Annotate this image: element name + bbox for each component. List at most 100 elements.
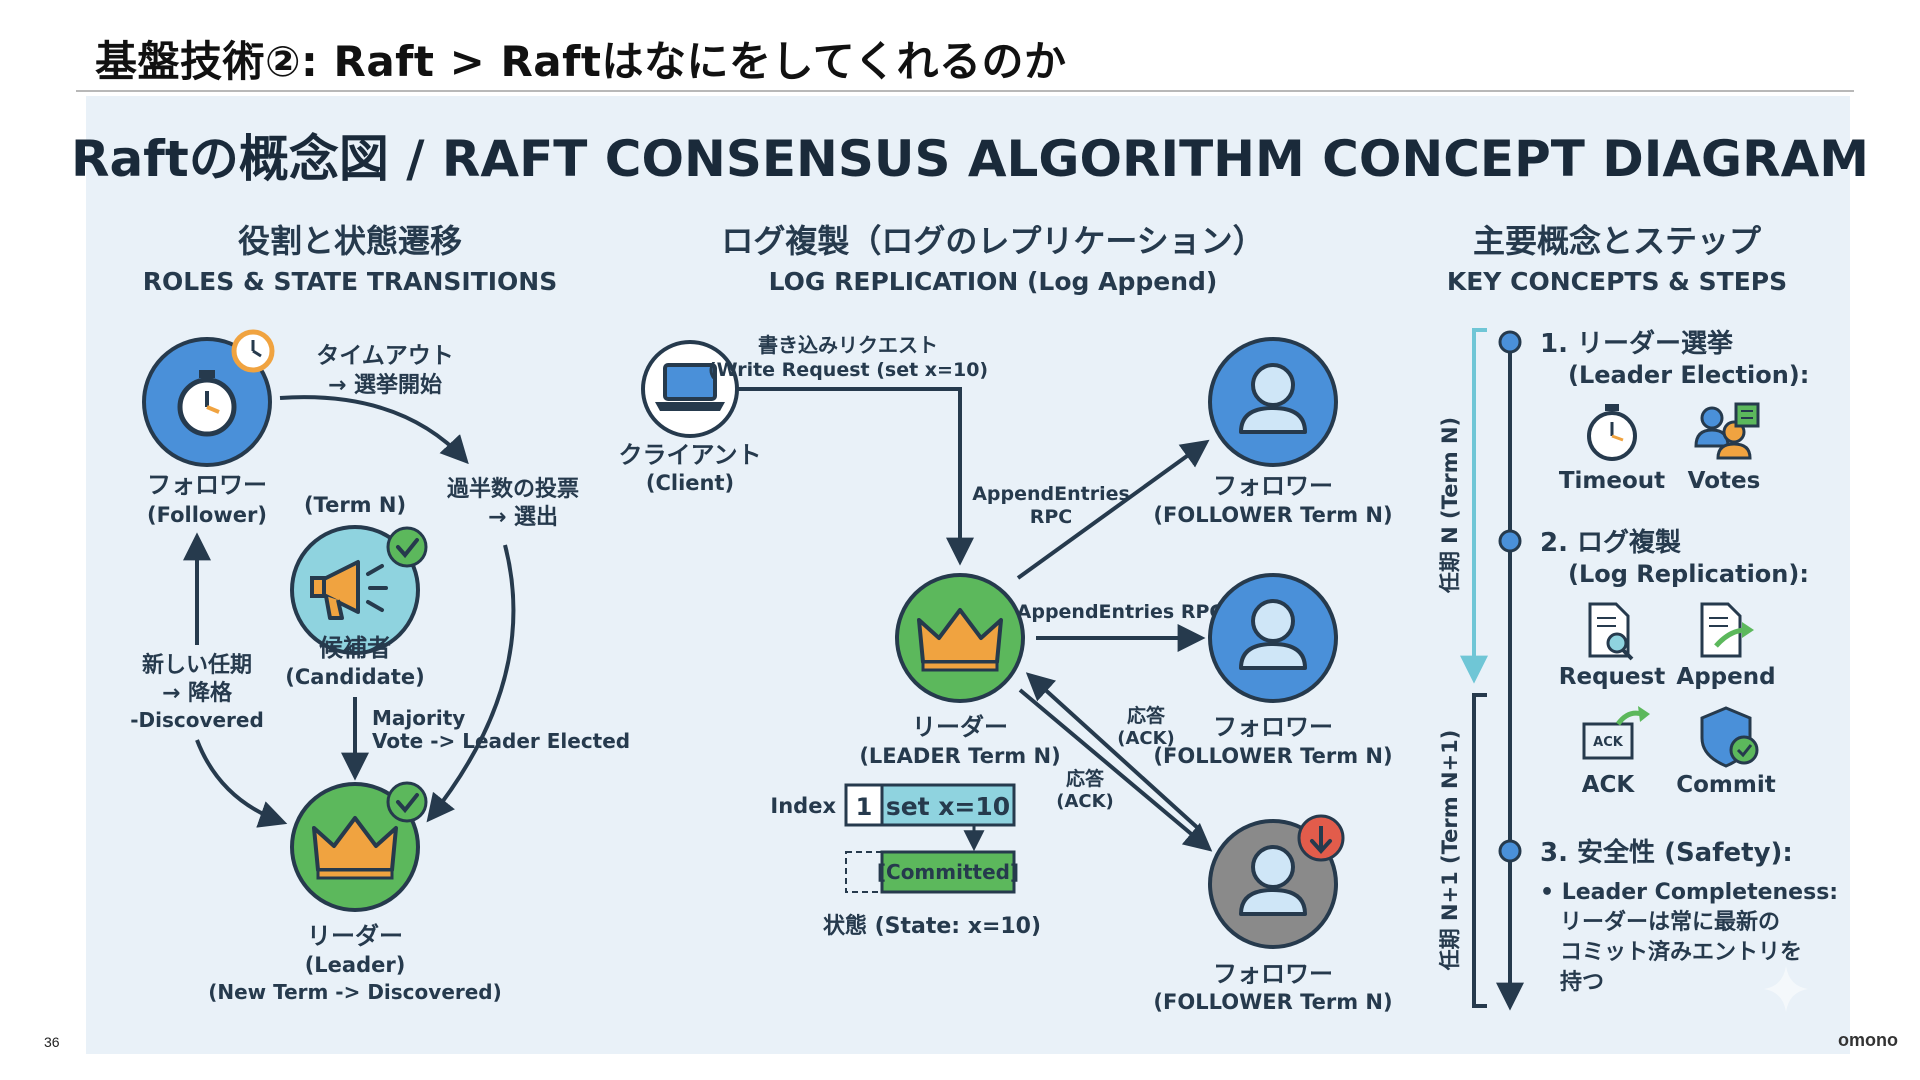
voters-icon	[1694, 402, 1760, 460]
arrow-down-to-leader	[195, 739, 288, 828]
log-follower-node-2	[1208, 573, 1338, 703]
new-term-en: -Discovered	[130, 708, 264, 732]
write-request-ja: 書き込みリクエスト	[758, 333, 938, 357]
follower-label-en: (Follower)	[147, 503, 267, 527]
step1-sub: (Leader Election):	[1568, 361, 1809, 389]
roles-section: 役割と状態遷移 ROLES & STATE TRANSITIONS フォロワー …	[130, 222, 630, 1004]
arrow-client-to-leader	[737, 387, 974, 566]
title-divider	[76, 90, 1854, 92]
committed-text: [Committed]	[877, 860, 1019, 884]
follower-label-ja: フォロワー	[147, 471, 267, 499]
page-number: 36	[44, 1034, 60, 1050]
roles-heading-en: ROLES & STATE TRANSITIONS	[143, 267, 558, 296]
candidate-node	[290, 525, 428, 655]
log-heading-en: LOG REPLICATION (Log Append)	[769, 267, 1218, 296]
append-rpc-2: RPC	[1030, 506, 1073, 528]
timeline-dot-1	[1498, 330, 1522, 354]
client-label-ja: クライアント	[618, 441, 761, 469]
write-request-en: (Write Request (set x=10)	[708, 359, 988, 381]
down-arrow-icon	[1297, 814, 1345, 862]
term-n1-label: 任期 N+1 (Term N+1)	[1438, 730, 1462, 972]
request-caption: Request	[1559, 664, 1665, 690]
log-section: ログ複製（ログのレプリケーション） LOG REPLICATION (Log A…	[618, 222, 1392, 1014]
timeout-label: タイムアウト	[316, 343, 454, 369]
append-rpc-full: AppendEntries RPC	[1017, 601, 1224, 623]
laptop-icon	[655, 363, 725, 411]
megaphone-icon	[310, 560, 388, 620]
follower-node	[142, 329, 275, 467]
arrow-follower-to-candidate	[279, 395, 469, 465]
leader-label-ja: リーダー	[307, 922, 403, 950]
majority-label: 過半数の投票	[447, 476, 579, 502]
user-icon	[1239, 599, 1307, 670]
append-caption: Append	[1676, 664, 1775, 690]
term-n1-bracket	[1472, 693, 1487, 1008]
check-icon	[386, 526, 428, 568]
client-label-en: (Client)	[646, 471, 734, 495]
concepts-section: 主要概念とステップ KEY CONCEPTS & STEPS 任期 N (Ter…	[1438, 222, 1838, 1012]
term-n-label: 任期 N (Term N)	[1438, 417, 1462, 594]
term-n-label: (Term N)	[304, 493, 406, 517]
check-icon	[386, 781, 428, 823]
follower-3-en: (FOLLOWER Term N)	[1153, 990, 1392, 1014]
user-icon	[1239, 363, 1307, 434]
diagram-title: Raftの概念図 / RAFT CONSENSUS ALGORITHM CONC…	[71, 130, 1869, 188]
log-follower-node-1	[1208, 337, 1338, 467]
concepts-heading-ja: 主要概念とステップ	[1473, 222, 1762, 260]
log-leader-node	[895, 573, 1025, 703]
concepts-heading-en: KEY CONCEPTS & STEPS	[1447, 267, 1787, 296]
index-label: Index	[770, 794, 836, 818]
majority-elect: → 選出	[488, 505, 558, 530]
candidate-label-en: (Candidate)	[285, 665, 424, 689]
log-heading-ja: ログ複製（ログのレプリケーション）	[721, 222, 1264, 260]
leader-node	[290, 781, 428, 912]
follower-1-en: (FOLLOWER Term N)	[1153, 503, 1392, 527]
leader-note: (New Term -> Discovered)	[208, 980, 502, 1004]
ack-caption: ACK	[1582, 772, 1636, 798]
commit-caption: Commit	[1676, 772, 1776, 798]
document-append-icon	[1700, 602, 1754, 658]
timeline-dot-3	[1498, 839, 1522, 863]
index-cell	[844, 783, 884, 827]
log-entry-text: set x=10	[886, 792, 1010, 821]
ack-label-1-en: (ACK)	[1117, 728, 1175, 749]
step1-title: 1. リーダー選挙	[1540, 328, 1734, 359]
follower-1-ja: フォロワー	[1213, 472, 1333, 500]
log-leader-en: (LEADER Term N)	[859, 744, 1060, 768]
votes-caption: Votes	[1688, 468, 1761, 494]
slide-title: 基盤技術②: Raft > Raftはなにをしてくれるのか	[95, 37, 1067, 86]
arrow-leader-to-follower-1	[1016, 439, 1210, 580]
crown-icon	[312, 816, 398, 880]
new-term-label: 新しい任期	[142, 652, 252, 678]
safety-bullet-4: 持つ	[1560, 970, 1604, 995]
log-entry-cell	[880, 783, 1016, 827]
sparkle-icon	[1764, 966, 1808, 1012]
clock-icon	[231, 329, 275, 373]
step2-title: 2. ログ複製	[1540, 527, 1681, 558]
timeout-step: → 選挙開始	[328, 372, 442, 398]
stopwatch-icon	[1587, 404, 1637, 461]
shield-check-icon	[1700, 706, 1759, 768]
state-text: 状態 (State: x=10)	[823, 913, 1041, 939]
term-n-bracket	[1460, 328, 1488, 684]
crown-icon	[917, 608, 1003, 672]
step3-title: 3. 安全性 (Safety):	[1540, 837, 1793, 868]
arrow-follower-3-ack	[1025, 672, 1202, 832]
ack-label-1-ja: 応答	[1127, 704, 1166, 727]
timeout-caption: Timeout	[1559, 468, 1665, 494]
safety-bullet-1: • Leader Completeness:	[1540, 880, 1838, 905]
candidate-label-ja: 候補者	[319, 634, 391, 662]
ack-icon: ACK	[1582, 706, 1650, 760]
append-rpc-1: AppendEntries	[972, 483, 1130, 505]
safety-bullet-2: リーダーは常に最新の	[1560, 909, 1780, 935]
index-value: 1	[856, 793, 873, 821]
log-follower-node-3	[1208, 814, 1345, 949]
committed-cell	[880, 850, 1016, 894]
roles-heading-ja: 役割と状態遷移	[238, 222, 462, 260]
ack-label-2-ja: 応答	[1066, 767, 1105, 790]
majority-en-2: Vote -> Leader Elected	[372, 729, 630, 753]
arrow-majority-to-leader	[426, 544, 516, 823]
brand-logo: omono	[1838, 1030, 1898, 1050]
majority-en-1: Majority	[372, 706, 465, 730]
